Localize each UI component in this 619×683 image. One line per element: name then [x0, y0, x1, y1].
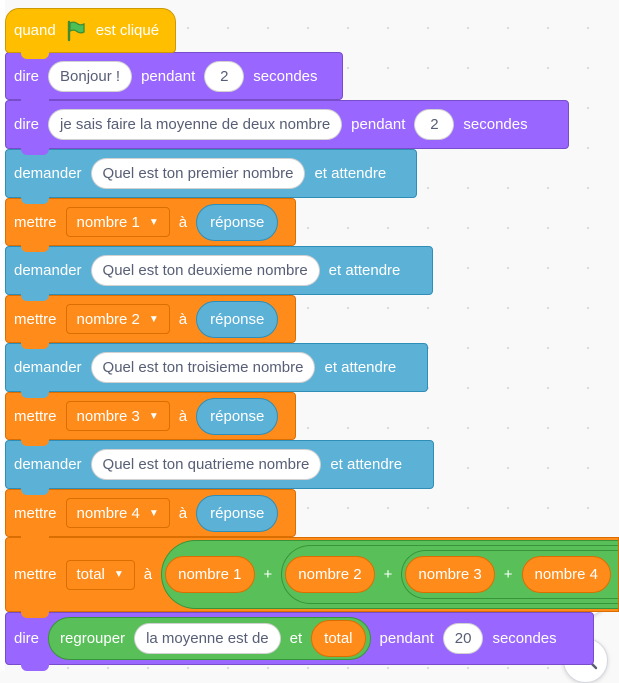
- block-label: pendant: [141, 67, 196, 85]
- block-label: pendant: [379, 630, 434, 647]
- join-text-input[interactable]: la moyenne est de: [134, 623, 281, 654]
- variable-reporter[interactable]: nombre 3: [405, 556, 495, 593]
- dropdown-arrow-icon: ▼: [148, 216, 159, 228]
- block-label: à: [143, 566, 153, 583]
- block-label: dire: [14, 116, 40, 133]
- join-operator[interactable]: regrouper la moyenne est de et total: [48, 617, 371, 660]
- block-label: demander: [14, 262, 82, 279]
- dropdown-arrow-icon: ▼: [148, 507, 159, 519]
- question-input[interactable]: Quel est ton premier nombre: [90, 158, 306, 189]
- question-input[interactable]: Quel est ton deuxieme nombre: [90, 255, 320, 286]
- block-label: demander: [14, 456, 82, 473]
- block-label: mettre: [14, 504, 57, 522]
- set-variable-block[interactable]: mettre total ▼ à nombre 1 + nombre 2 + no…: [5, 537, 619, 618]
- block-label: mettre: [14, 213, 57, 231]
- block-label: à: [178, 407, 188, 425]
- answer-reporter[interactable]: réponse: [196, 203, 279, 241]
- set-variable-block[interactable]: mettre nombre 3 ▼ à réponse: [5, 392, 296, 446]
- say-for-secs-block[interactable]: dire je sais faire la moyenne de deux no…: [5, 100, 569, 155]
- set-variable-block[interactable]: mettre nombre 2 ▼ à réponse: [5, 295, 296, 349]
- variable-dropdown[interactable]: nombre 2 ▼: [65, 304, 170, 334]
- dropdown-value: nombre 3: [76, 407, 140, 425]
- answer-reporter[interactable]: réponse: [196, 494, 279, 532]
- dropdown-value: nombre 2: [76, 310, 140, 328]
- addition-operator[interactable]: nombre 3 + nombre 4: [401, 550, 618, 599]
- variable-dropdown[interactable]: nombre 3 ▼: [65, 401, 170, 431]
- set-variable-block[interactable]: mettre nombre 4 ▼ à réponse: [5, 489, 296, 543]
- block-label: dire: [14, 67, 40, 85]
- variable-reporter[interactable]: total: [311, 620, 366, 657]
- block-label: secondes: [492, 630, 557, 647]
- when-flag-clicked-block[interactable]: quand est cliqué: [5, 8, 176, 59]
- block-label: pendant: [351, 116, 406, 133]
- question-input[interactable]: Quel est ton quatrieme nombre: [90, 449, 322, 480]
- ask-and-wait-block[interactable]: demander Quel est ton quatrieme nombre e…: [5, 440, 434, 495]
- block-label: mettre: [14, 310, 57, 328]
- variable-reporter[interactable]: nombre 1: [165, 556, 255, 593]
- variable-dropdown[interactable]: nombre 1 ▼: [65, 207, 170, 237]
- answer-reporter[interactable]: réponse: [196, 397, 279, 435]
- dropdown-arrow-icon: ▼: [113, 569, 124, 580]
- block-label: à: [178, 504, 188, 522]
- seconds-input[interactable]: 2: [414, 109, 455, 140]
- ask-and-wait-block[interactable]: demander Quel est ton deuxieme nombre et…: [5, 246, 433, 301]
- addition-operator[interactable]: nombre 1 + nombre 2 + nombre 3 + nombre …: [161, 540, 618, 609]
- block-label: et attendre: [330, 456, 403, 473]
- ask-and-wait-block[interactable]: demander Quel est ton premier nombre et …: [5, 149, 417, 204]
- addition-operator[interactable]: nombre 2 + nombre 3 + nombre 4: [281, 545, 618, 604]
- block-label: mettre: [14, 407, 57, 425]
- block-label: et attendre: [324, 359, 397, 376]
- say-for-secs-block[interactable]: dire regrouper la moyenne est de et tota…: [5, 612, 594, 671]
- plus-sign: +: [263, 566, 273, 583]
- variable-dropdown[interactable]: nombre 4 ▼: [65, 498, 170, 528]
- dropdown-arrow-icon: ▼: [148, 410, 159, 422]
- seconds-input[interactable]: 20: [442, 623, 484, 654]
- message-input[interactable]: je sais faire la moyenne de deux nombre: [48, 109, 343, 140]
- answer-reporter[interactable]: réponse: [196, 300, 279, 338]
- message-input[interactable]: Bonjour !: [48, 60, 133, 92]
- block-label: regrouper: [60, 630, 126, 647]
- block-label: et: [289, 630, 303, 647]
- dropdown-arrow-icon: ▼: [148, 313, 159, 325]
- block-label: secondes: [253, 67, 318, 85]
- block-label: secondes: [463, 116, 528, 133]
- variable-dropdown[interactable]: total ▼: [65, 559, 135, 590]
- green-flag-icon: [65, 20, 87, 42]
- block-label: mettre: [14, 566, 57, 583]
- question-input[interactable]: Quel est ton troisieme nombre: [90, 352, 316, 383]
- dropdown-value: nombre 1: [76, 213, 140, 231]
- palette-edge: [0, 0, 5, 671]
- ask-and-wait-block[interactable]: demander Quel est ton troisieme nombre e…: [5, 343, 428, 398]
- seconds-input[interactable]: 2: [204, 60, 245, 92]
- block-label: dire: [14, 630, 40, 647]
- set-variable-block[interactable]: mettre nombre 1 ▼ à réponse: [5, 198, 296, 252]
- block-label: quand: [14, 22, 56, 39]
- plus-sign: +: [503, 566, 513, 583]
- block-label: demander: [14, 165, 82, 182]
- dropdown-value: total: [76, 566, 105, 583]
- dropdown-value: nombre 4: [76, 504, 140, 522]
- block-label: à: [178, 213, 188, 231]
- variable-reporter[interactable]: nombre 4: [521, 556, 611, 593]
- block-label: est cliqué: [95, 22, 160, 39]
- block-label: et attendre: [328, 262, 401, 279]
- block-label: à: [178, 310, 188, 328]
- say-for-secs-block[interactable]: dire Bonjour ! pendant 2 secondes: [5, 52, 343, 106]
- variable-reporter[interactable]: nombre 2: [285, 556, 375, 593]
- block-label: demander: [14, 359, 82, 376]
- block-label: et attendre: [314, 165, 387, 182]
- plus-sign: +: [383, 566, 393, 583]
